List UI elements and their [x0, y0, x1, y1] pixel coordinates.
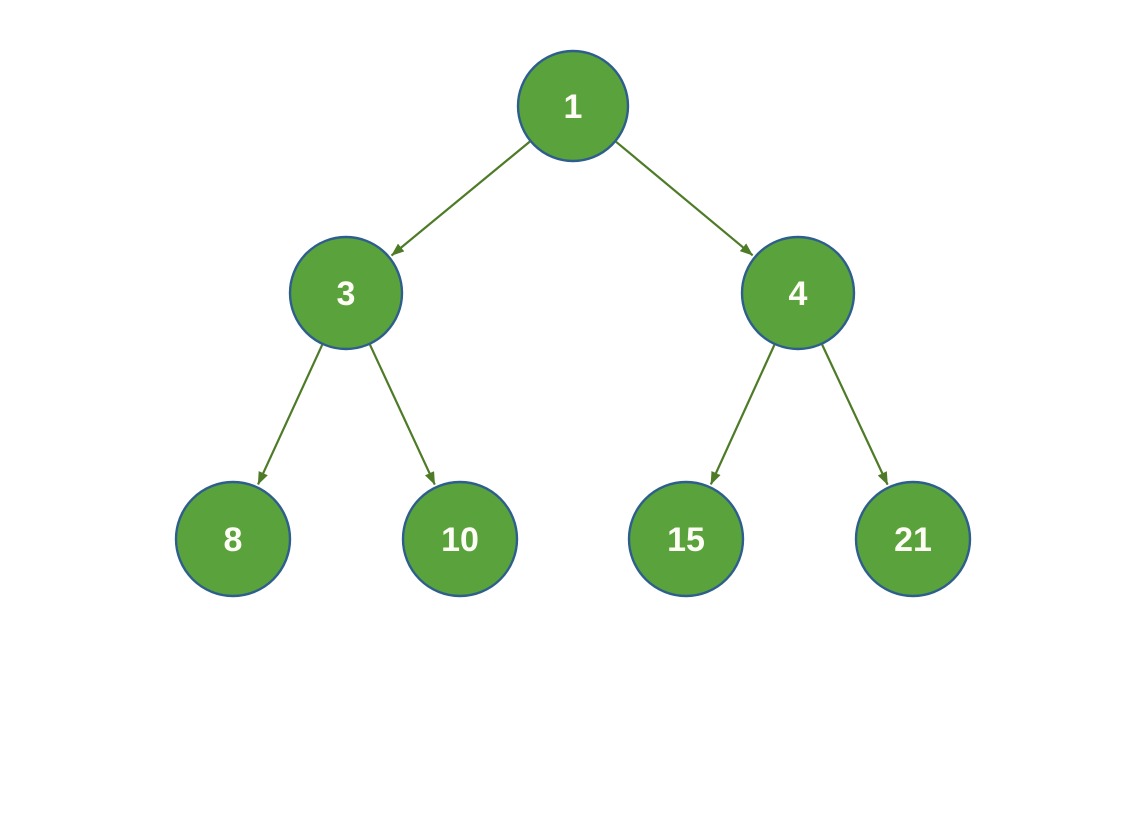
tree-node-1: 1: [516, 49, 630, 163]
tree-node-label-8: 8: [224, 521, 243, 559]
tree-node-circle-3: [288, 235, 404, 351]
tree-edge-3-10: [368, 344, 436, 486]
tree-node-10: 10: [401, 480, 519, 598]
tree-node-label-4: 4: [789, 275, 808, 313]
tree-edge-1-3: [390, 140, 531, 257]
tree-edges-layer: [257, 140, 889, 486]
tree-nodes-layer: 1 3 4 8 10 15 21: [174, 49, 972, 598]
tree-edge-1-4: [615, 140, 754, 257]
tree-node-3: 3: [288, 235, 404, 351]
tree-node-label-3: 3: [337, 275, 356, 313]
tree-node-4: 4: [740, 235, 856, 351]
tree-edge-4-15: [709, 344, 776, 485]
tree-node-label-21: 21: [894, 521, 932, 559]
tree-node-21: 21: [854, 480, 972, 598]
tree-node-circle-1: [516, 49, 630, 163]
tree-node-8: 8: [174, 480, 292, 598]
tree-node-label-1: 1: [564, 88, 583, 126]
tree-node-circle-4: [740, 235, 856, 351]
tree-node-label-10: 10: [441, 521, 479, 559]
tree-node-label-15: 15: [667, 521, 705, 559]
tree-node-circle-10: [401, 480, 519, 598]
tree-edge-3-8: [257, 344, 324, 485]
tree-node-circle-8: [174, 480, 292, 598]
tree-node-circle-21: [854, 480, 972, 598]
tree-edge-4-21: [821, 344, 889, 486]
tree-node-circle-15: [627, 480, 745, 598]
tree-node-15: 15: [627, 480, 745, 598]
